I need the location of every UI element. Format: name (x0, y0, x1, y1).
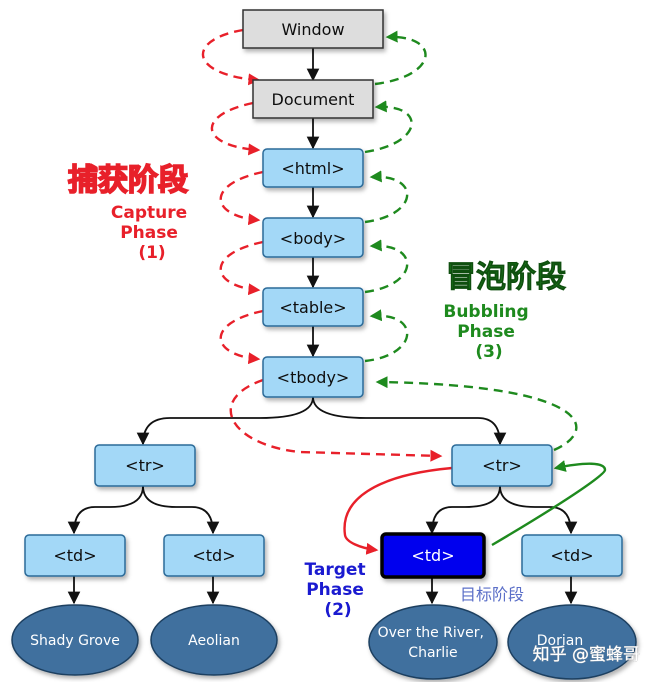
leaf-1: Shady Grove (11, 604, 139, 676)
leaf-3: Over the River, Charlie (368, 604, 498, 680)
node-html-label: <html> (281, 159, 344, 178)
node-html: <html> (262, 148, 364, 188)
edge-trleft-td2 (142, 485, 220, 535)
node-tr-right: <tr> (451, 444, 553, 487)
node-body-label: <body> (280, 229, 346, 248)
capture-arrow-3 (219, 170, 264, 226)
watermark: 知乎 @蜜蜂哥 (533, 645, 640, 665)
bubbling-arrows (364, 30, 578, 452)
capture-arrow-1 (201, 28, 261, 86)
node-td-target: <td> (380, 532, 486, 579)
leaf-4-label: Dorian (537, 633, 583, 649)
node-table-label: <table> (279, 298, 346, 317)
bubble-arrow-1 (375, 376, 578, 452)
node-tbody-label: <tbody> (277, 368, 350, 387)
capture-arrow-4 (219, 240, 264, 296)
edge-trright-td3 (425, 485, 501, 535)
capture-arrows (201, 28, 443, 462)
node-tr-left: <tr> (94, 444, 196, 487)
node-tbody: <tbody> (262, 356, 364, 398)
capture-to-target-arrow (343, 466, 453, 555)
bubble-arrow-2 (364, 309, 409, 363)
node-td-1: <td> (24, 534, 126, 577)
bubble-arrow-4 (364, 170, 409, 224)
node-document: Document (252, 79, 374, 119)
node-td-4-label: <td> (550, 546, 593, 565)
node-td-2: <td> (163, 534, 265, 577)
target-phase-zh: 目标阶段 (460, 585, 524, 604)
bubble-arrow-6 (374, 30, 427, 86)
node-window: Window (242, 9, 384, 49)
edge-trright-td4 (499, 485, 578, 535)
node-td-target-label: <td> (411, 546, 454, 565)
leaf-2: Aeolian (150, 604, 278, 676)
node-td-4: <td> (521, 534, 623, 577)
capture-phase-zh: 捕获阶段 (68, 163, 188, 198)
capture-phase-en: Capture Phase (1) (111, 203, 193, 263)
leaf-2-label: Aeolian (188, 633, 240, 649)
leaf-3-label: Over the River, Charlie (378, 625, 489, 661)
target-to-bubble-arrow (491, 460, 607, 547)
bubble-arrow-3 (364, 239, 409, 294)
node-document-label: Document (272, 90, 355, 109)
node-tr-left-label: <tr> (125, 456, 165, 475)
node-window-label: Window (281, 20, 344, 39)
node-td-2-label: <td> (192, 546, 235, 565)
node-tr-right-label: <tr> (482, 456, 522, 475)
leaf-1-label: Shady Grove (30, 633, 120, 649)
bubbling-phase-zh: 冒泡阶段 (446, 260, 566, 295)
capture-arrow-6 (229, 378, 443, 462)
bubble-arrow-5 (364, 100, 413, 154)
capture-arrow-5 (219, 309, 264, 365)
capture-arrow-2 (210, 101, 261, 156)
edge-trleft-td1 (67, 485, 144, 535)
edge-tbody-tr-right (312, 396, 507, 446)
node-table: <table> (262, 287, 364, 327)
edge-tbody-tr-left (136, 396, 314, 446)
target-phase-en: Target Phase (2) (304, 560, 371, 620)
tree-connectors (67, 48, 578, 605)
leaf-4: Dorian (507, 604, 637, 680)
bubbling-phase-en: Bubbling Phase (3) (443, 302, 534, 362)
node-td-1-label: <td> (53, 546, 96, 565)
node-body: <body> (262, 217, 364, 258)
